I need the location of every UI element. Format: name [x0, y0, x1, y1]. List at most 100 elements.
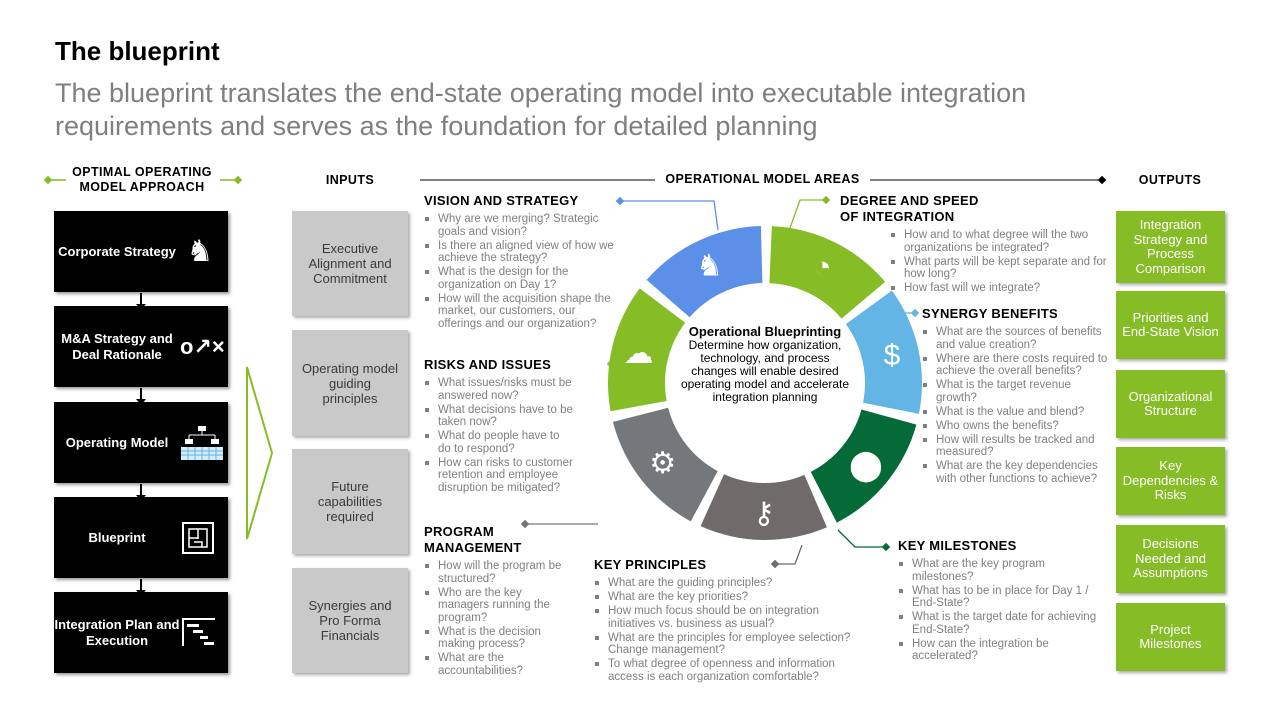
- question-item: How can risks to customer retention and …: [424, 457, 574, 495]
- step-label: Operating Model: [65, 434, 169, 450]
- blueprint-icon: [182, 521, 214, 554]
- question-item: What are the key program milestones?: [898, 558, 1103, 583]
- play-strategy-icon: o↗×: [180, 333, 225, 359]
- question-item: To what degree of openness and informati…: [594, 658, 869, 683]
- page-title: The blueprint: [55, 36, 220, 66]
- outputs-header: OUTPUTS: [1138, 173, 1202, 187]
- wheel-segment-risks: [608, 288, 686, 412]
- section-title: SYNERGY BENEFITS: [922, 306, 1059, 321]
- wheel-segment-principles: [700, 474, 827, 540]
- approach-header: OPTIMAL OPERATING MODEL APPROACH: [72, 165, 212, 194]
- question-item: Who are the key managers running the pro…: [424, 587, 574, 625]
- wheel-segment-vision: [646, 226, 763, 318]
- question-item: How much focus should be on integration …: [594, 605, 869, 630]
- question-item: How and to what degree will the two orga…: [890, 229, 1110, 254]
- question-item: What are the accountabilities?: [424, 652, 574, 677]
- connector-diamond: [821, 195, 831, 205]
- question-item: How will results be tracked and measured…: [922, 434, 1112, 459]
- section-title: RISKS AND ISSUES: [424, 357, 552, 372]
- page-subtitle: The blueprint translates the end-state o…: [55, 78, 1027, 141]
- section-vision-strategy: VISION AND STRATEGY Why are we merging? S…: [424, 193, 616, 332]
- step-label: Corporate Strategy: [58, 243, 176, 259]
- question-item: How fast will we integrate?: [890, 282, 1110, 295]
- connector-principles: [775, 544, 803, 565]
- output-item: Organizational Structure: [1116, 370, 1225, 438]
- question-item: Who owns the benefits?: [922, 420, 1112, 433]
- approach-header-connectors: [43, 175, 243, 185]
- question-item: What issues/risks must be answered now?: [424, 377, 574, 402]
- section-title: KEY MILESTONES: [898, 538, 1017, 553]
- question-item: How will the program be structured?: [424, 560, 574, 585]
- step-corporate-strategy: Corporate Strategy♞: [54, 211, 228, 292]
- input-item: Executive Alignment and Commitment: [292, 211, 408, 316]
- output-item: Project Milestones: [1116, 603, 1225, 671]
- step-operating-model: Operating Model: [54, 402, 228, 483]
- input-item: Future capabilities required: [292, 449, 408, 554]
- input-item: Operating model guiding principles: [292, 330, 408, 436]
- input-item: Synergies and Pro Forma Financials: [292, 568, 408, 673]
- question-item: What is the target revenue growth?: [922, 379, 1112, 404]
- step-label: Blueprint: [88, 529, 146, 545]
- question-item: Where are there costs required to achiev…: [922, 353, 1112, 378]
- section-title: VISION AND STRATEGY: [424, 193, 579, 208]
- output-item: Priorities and End-State Vision: [1116, 291, 1225, 359]
- connector-diamond: [881, 542, 891, 552]
- flow-chevron: [246, 366, 274, 540]
- wheel-segment-program: [612, 407, 718, 522]
- question-item: What are the sources of benefits and val…: [922, 326, 1112, 351]
- section-synergy-benefits: SYNERGY BENEFITS What are the sources of …: [922, 306, 1112, 487]
- question-item: What do people have to do to respond?: [424, 430, 574, 455]
- output-item: Decisions Needed and Assumptions: [1116, 525, 1225, 593]
- chess-knight-icon: ♞: [696, 249, 723, 282]
- areas-header: OPERATIONAL MODEL AREAS: [655, 172, 870, 187]
- connector-diamond: [606, 359, 616, 369]
- section-title: PROGRAM MANAGEMENT: [424, 524, 522, 555]
- question-item: What is the design for the organization …: [424, 266, 616, 291]
- connector-degree: [789, 199, 826, 229]
- connector-diamond: [615, 196, 625, 206]
- wheel-segment-degree: [769, 226, 886, 319]
- connector-vision: [620, 200, 719, 231]
- section-key-principles: KEY PRINCIPLES What are the guiding princ…: [594, 557, 869, 685]
- question-item: What is the target date for achieving En…: [898, 611, 1103, 636]
- section-risks-issues: RISKS AND ISSUES What issues/risks must b…: [424, 357, 574, 496]
- question-item: Is there an aligned view of how we achie…: [424, 240, 616, 265]
- gears-icon: ⚙: [649, 447, 676, 480]
- section-title: KEY PRINCIPLES: [594, 557, 707, 572]
- question-item: What is the decision making process?: [424, 626, 574, 651]
- cloud-lightning-icon: ☁: [624, 337, 654, 370]
- location-pin-icon: ⬤: [849, 449, 883, 483]
- wheel-segment-synergy: [845, 290, 922, 414]
- section-key-milestones: KEY MILESTONES What are the key program m…: [898, 538, 1103, 664]
- key-icon: ⚷: [753, 497, 775, 530]
- money-icon: $: [884, 339, 901, 372]
- gauge-icon: ◔: [813, 250, 831, 283]
- inputs-header: INPUTS: [325, 173, 375, 187]
- connector-diamond: [520, 519, 530, 529]
- step-label: M&A Strategy and Deal Rationale: [61, 330, 173, 362]
- question-item: What has to be in place for Day 1 / End-…: [898, 585, 1103, 610]
- step-ma-strategy: M&A Strategy and Deal Rationale o↗×: [54, 306, 228, 387]
- center-title: Operational Blueprinting: [688, 324, 842, 339]
- question-item: What is the value and blend?: [922, 406, 1112, 419]
- connector-diamond: [770, 559, 780, 569]
- gantt-icon: [182, 617, 215, 646]
- question-item: What are the guiding principles?: [594, 577, 869, 590]
- question-item: How can the integration be accelerated?: [898, 638, 1103, 663]
- question-item: What decisions have to be taken now?: [424, 404, 574, 429]
- step-label: Integration Plan and Execution: [54, 616, 180, 648]
- org-chart-icon: [181, 425, 223, 460]
- question-item: Why are we merging? Strategic goals and …: [424, 213, 616, 238]
- wheel-segment-milestones: [810, 409, 917, 523]
- question-item: What are the key priorities?: [594, 591, 869, 604]
- step-integration-plan: Integration Plan and Execution: [54, 592, 228, 673]
- output-item: Key Dependencies & Risks: [1116, 447, 1225, 515]
- step-blueprint: Blueprint: [54, 497, 228, 578]
- question-item: What parts will be kept separate and for…: [890, 256, 1110, 281]
- connector-diamond: [910, 308, 920, 318]
- question-item: What are the key dependencies with other…: [922, 460, 1112, 485]
- center-text: Determine how organization, technology, …: [680, 338, 850, 404]
